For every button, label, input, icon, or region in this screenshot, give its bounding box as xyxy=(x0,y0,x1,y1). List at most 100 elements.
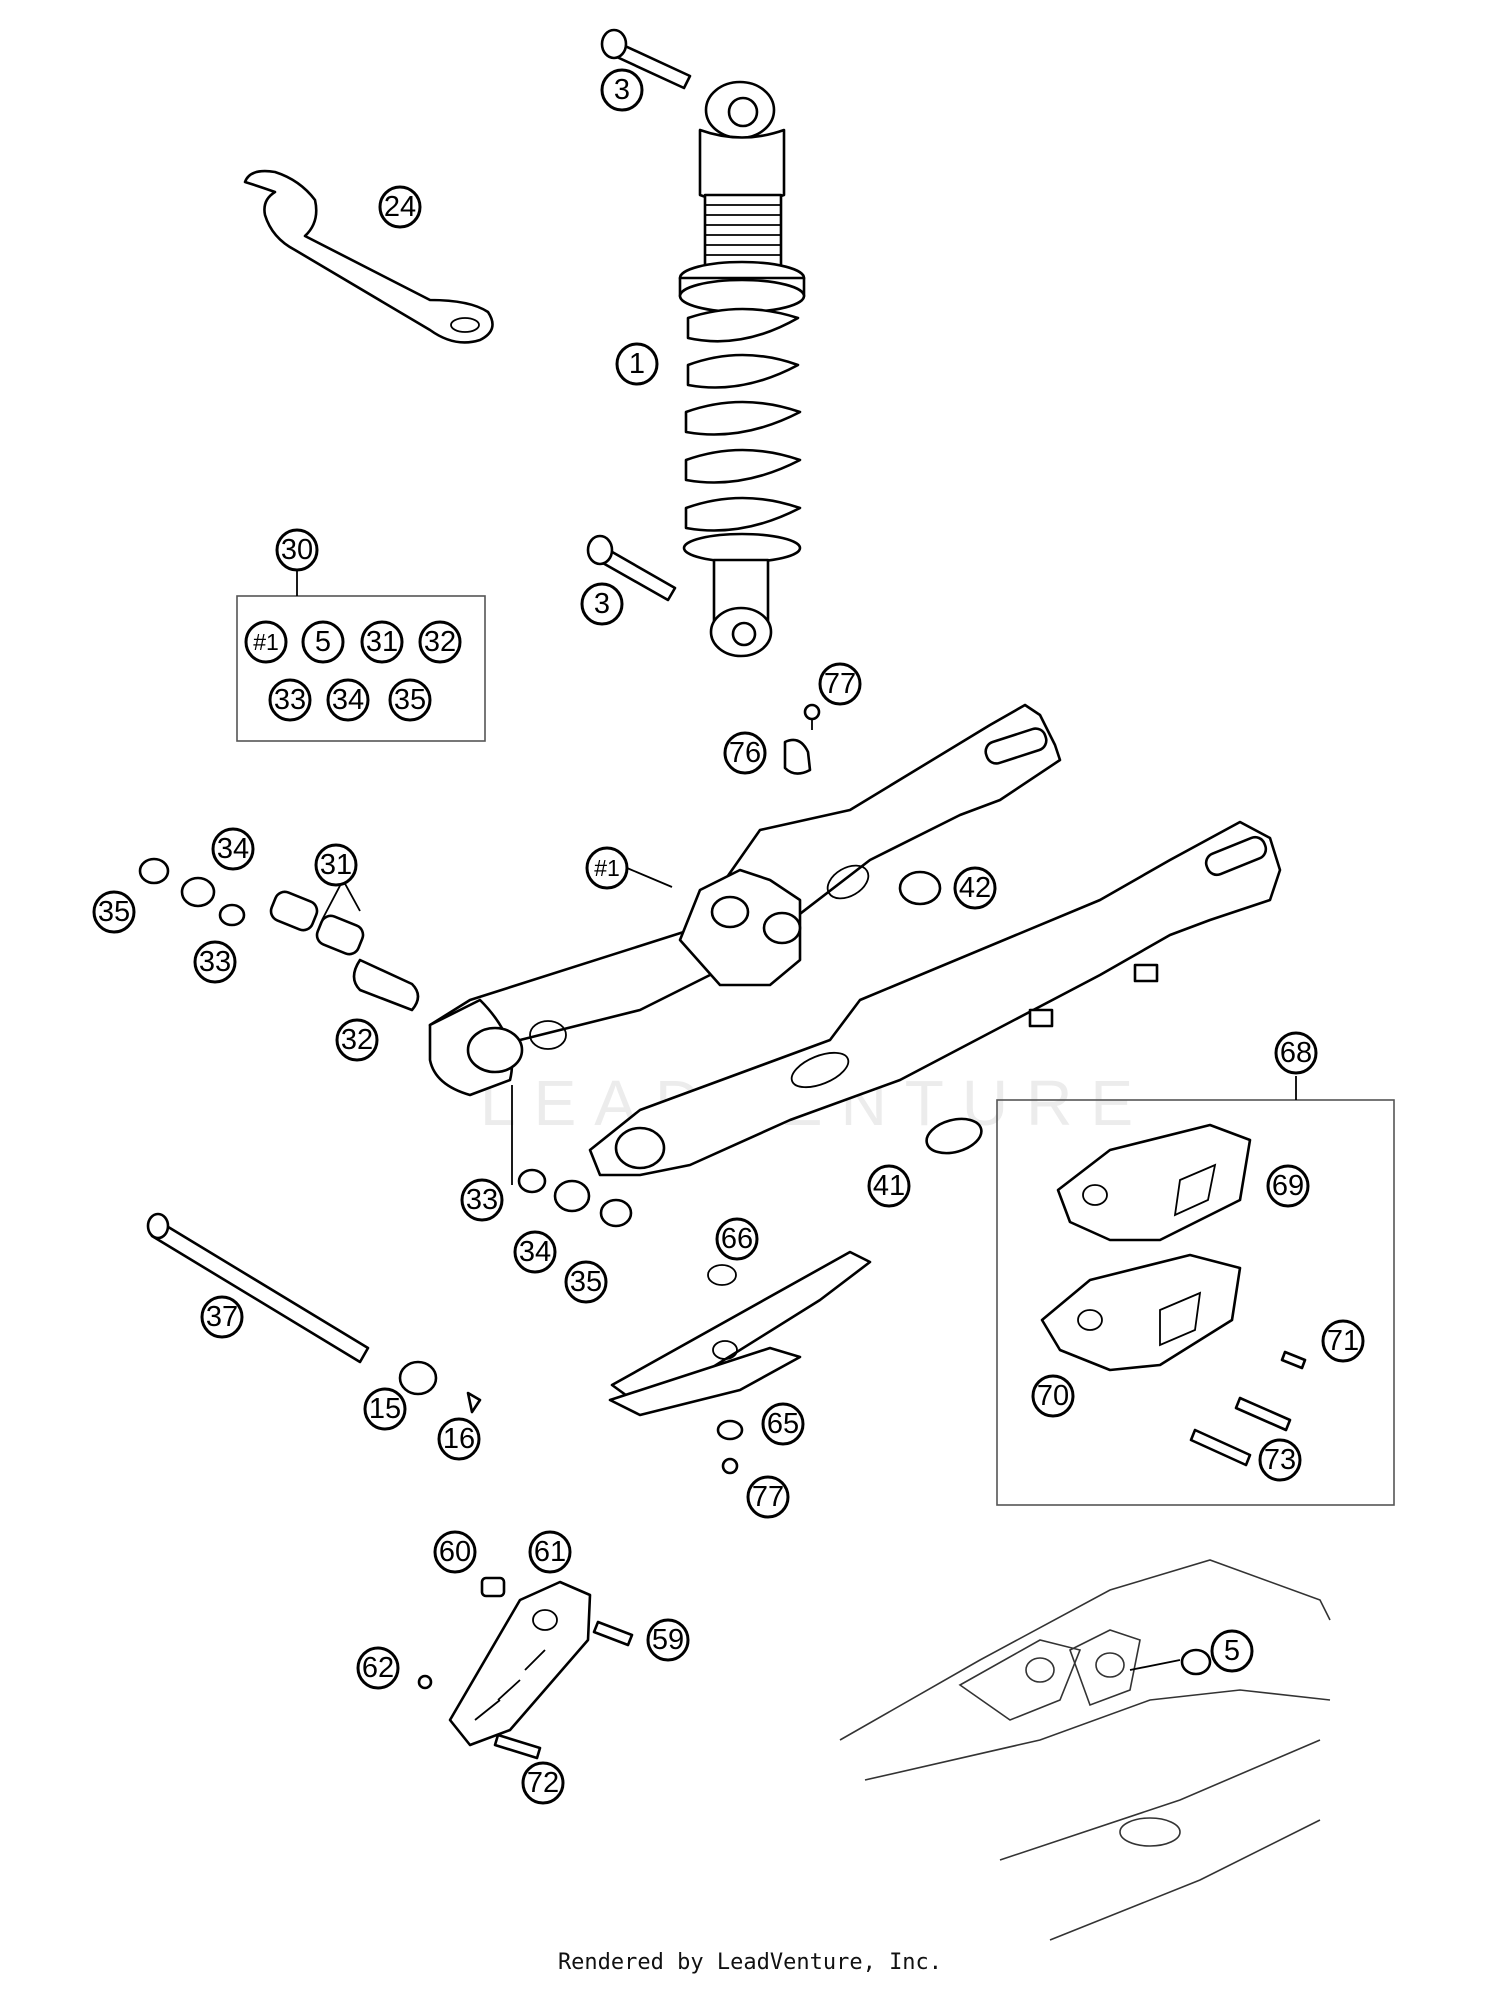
callout-37: 37 xyxy=(200,1295,244,1339)
callout-59: 59 xyxy=(646,1618,690,1662)
plug-41 xyxy=(925,1117,983,1155)
svg-text:71: 71 xyxy=(1327,1325,1359,1357)
shock-absorber xyxy=(678,80,806,658)
callout-73: 73 xyxy=(1258,1438,1302,1482)
svg-text:41: 41 xyxy=(873,1170,905,1202)
svg-text:37: 37 xyxy=(206,1301,238,1333)
callout-66: 66 xyxy=(715,1217,759,1261)
chain-guide-69 xyxy=(1056,1123,1252,1242)
callout-69: 69 xyxy=(1266,1164,1310,1208)
callout-77-bottom: 77 xyxy=(746,1475,790,1519)
kit-box xyxy=(236,595,486,742)
svg-text:31: 31 xyxy=(320,849,352,881)
chain-guide-70 xyxy=(1040,1253,1242,1372)
callout-32: 32 xyxy=(335,1018,379,1062)
chain-slider xyxy=(608,1250,872,1417)
callout-33-top: 33 xyxy=(193,940,237,984)
svg-text:59: 59 xyxy=(652,1624,684,1656)
chain-guide-clip xyxy=(783,703,821,775)
svg-text:65: 65 xyxy=(767,1408,799,1440)
callout-72: 72 xyxy=(521,1761,565,1805)
chain-guide-bracket xyxy=(448,1580,592,1747)
callout-3-bottom: 3 xyxy=(580,582,624,626)
bolt-59 xyxy=(592,1620,634,1647)
svg-text:68: 68 xyxy=(1280,1037,1312,1069)
svg-text:70: 70 xyxy=(1037,1380,1069,1412)
callout-24: 24 xyxy=(378,185,422,229)
svg-text:33: 33 xyxy=(199,946,231,978)
callout-61: 61 xyxy=(528,1530,572,1574)
callout-swingarm: #1 xyxy=(585,846,629,890)
svg-text:35: 35 xyxy=(394,684,426,716)
nut-15 xyxy=(398,1360,438,1396)
callout-65: 65 xyxy=(761,1402,805,1446)
svg-text:77: 77 xyxy=(824,668,856,700)
callout-60: 60 xyxy=(433,1530,477,1574)
kit30-item-4: 32 xyxy=(418,620,462,664)
svg-text:32: 32 xyxy=(341,1024,373,1056)
swingarm xyxy=(428,703,1282,1177)
bearing-parts-left xyxy=(138,857,420,1012)
svg-text:3: 3 xyxy=(594,588,610,620)
spanner-wrench xyxy=(243,169,494,344)
callout-16: 16 xyxy=(437,1417,481,1461)
pivot-axle xyxy=(146,1212,370,1364)
svg-text:62: 62 xyxy=(362,1652,394,1684)
svg-text:60: 60 xyxy=(439,1536,471,1568)
svg-text:35: 35 xyxy=(98,896,130,928)
shock-bolt-bottom xyxy=(586,534,677,602)
callout-35-top: 35 xyxy=(92,890,136,934)
svg-text:66: 66 xyxy=(721,1223,753,1255)
callout-41: 41 xyxy=(867,1164,911,1208)
svg-text:77: 77 xyxy=(752,1481,784,1513)
svg-text:72: 72 xyxy=(527,1767,559,1799)
callout-31: 31 xyxy=(314,843,358,887)
callout-15: 15 xyxy=(363,1387,407,1431)
svg-text:#1: #1 xyxy=(594,855,620,881)
callout-77-top: 77 xyxy=(818,662,862,706)
callout-70: 70 xyxy=(1031,1374,1075,1418)
shock-bolt-top xyxy=(600,28,692,90)
svg-text:31: 31 xyxy=(366,626,398,658)
svg-text:24: 24 xyxy=(384,191,416,223)
bolts-71-73 xyxy=(1189,1350,1307,1467)
footer-credit: Rendered by LeadVenture, Inc. xyxy=(557,1950,943,1975)
kit30-item-6: 34 xyxy=(326,678,370,722)
svg-text:15: 15 xyxy=(369,1393,401,1425)
svg-text:42: 42 xyxy=(959,872,991,904)
svg-text:34: 34 xyxy=(519,1236,551,1268)
callout-1: 1 xyxy=(615,342,659,386)
callout-3-top: 3 xyxy=(600,68,644,112)
svg-text:#1: #1 xyxy=(253,629,279,655)
svg-text:30: 30 xyxy=(281,534,313,566)
spacer-60 xyxy=(480,1576,506,1598)
cap-16 xyxy=(466,1391,482,1414)
svg-text:32: 32 xyxy=(424,626,456,658)
svg-text:61: 61 xyxy=(534,1536,566,1568)
svg-text:1: 1 xyxy=(629,348,645,380)
svg-text:76: 76 xyxy=(729,737,761,769)
kit30-item-1: #1 xyxy=(244,620,288,664)
callout-71: 71 xyxy=(1321,1319,1365,1363)
svg-text:16: 16 xyxy=(443,1423,475,1455)
kit30-item-7: 35 xyxy=(388,678,432,722)
washer-65 xyxy=(716,1419,744,1441)
callout-35-bottom: 35 xyxy=(564,1260,608,1304)
svg-text:5: 5 xyxy=(315,626,331,658)
kit30-item-3: 31 xyxy=(360,620,404,664)
svg-text:34: 34 xyxy=(217,833,249,865)
svg-text:33: 33 xyxy=(274,684,306,716)
kit30-item-2: 5 xyxy=(301,620,345,664)
plug-42 xyxy=(898,870,942,906)
kit30-item-5: 33 xyxy=(268,678,312,722)
callout-62: 62 xyxy=(356,1646,400,1690)
chain-guide-kit-box xyxy=(996,1099,1395,1506)
bolt-72 xyxy=(493,1733,542,1760)
callout-42: 42 xyxy=(953,866,997,910)
screw-77-lower xyxy=(721,1457,739,1475)
svg-text:69: 69 xyxy=(1272,1170,1304,1202)
svg-text:33: 33 xyxy=(466,1184,498,1216)
callout-30: 30 xyxy=(275,528,319,572)
callout-33-bottom: 33 xyxy=(460,1178,504,1222)
